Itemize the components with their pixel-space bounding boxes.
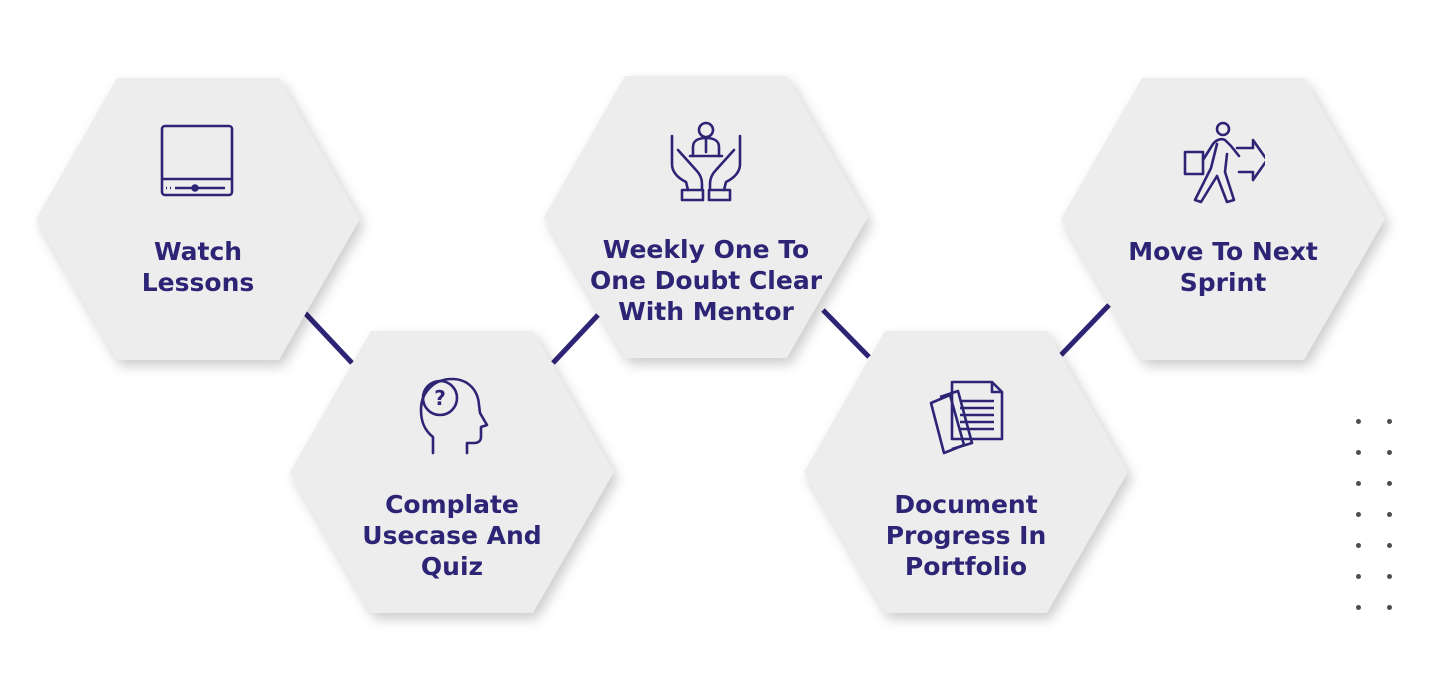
decorative-dot xyxy=(1356,605,1361,610)
label-line: Portfolio xyxy=(904,552,1028,581)
decorative-dot xyxy=(1356,543,1361,548)
head-question-icon: ? xyxy=(410,373,494,457)
step-complate-usecase-quiz: ? Complate Usecase And Quiz xyxy=(290,331,614,613)
decorative-dot xyxy=(1387,543,1392,548)
label-line: With Mentor xyxy=(618,297,794,326)
decorative-dot xyxy=(1387,450,1392,455)
hexagon xyxy=(1061,78,1385,360)
decorative-dot xyxy=(1387,481,1392,486)
label-line: Complate xyxy=(385,490,519,519)
label-line: Sprint xyxy=(1179,268,1267,297)
connector-3-4 xyxy=(821,308,871,359)
step-label: Move To Next Sprint xyxy=(1101,236,1345,298)
decorative-dot-grid xyxy=(1350,415,1400,615)
step-label: Document Progress In Portfolio xyxy=(844,489,1088,582)
decorative-dot xyxy=(1356,419,1361,424)
step-label: Complate Usecase And Quiz xyxy=(330,489,574,582)
label-line: Watch xyxy=(153,237,243,266)
label-line: Usecase And xyxy=(362,521,542,550)
step-label: Watch Lessons xyxy=(76,236,320,298)
label-line: Progress In xyxy=(885,521,1047,550)
svg-text:?: ? xyxy=(434,386,446,410)
label-line: Document xyxy=(894,490,1038,519)
connector-1-2 xyxy=(303,311,354,365)
step-weekly-mentor: Weekly One To One Doubt Clear With Mento… xyxy=(544,76,868,358)
label-line: One Doubt Clear xyxy=(589,266,823,295)
label-line: Quiz xyxy=(420,552,484,581)
decorative-dot xyxy=(1356,512,1361,517)
label-line: Lessons xyxy=(141,268,255,297)
mentor-hands-icon xyxy=(664,118,748,202)
video-player-icon xyxy=(156,120,240,204)
connector-2-3 xyxy=(551,313,600,365)
decorative-dot xyxy=(1387,419,1392,424)
decorative-dot xyxy=(1387,512,1392,517)
person-walking-arrow-icon xyxy=(1181,120,1265,204)
hexagon xyxy=(804,331,1128,613)
decorative-dot xyxy=(1356,450,1361,455)
decorative-dot xyxy=(1387,574,1392,579)
label-line: Move To Next xyxy=(1128,237,1318,266)
step-label: Weekly One To One Doubt Clear With Mento… xyxy=(584,234,828,327)
connector-4-5 xyxy=(1059,303,1111,357)
step-watch-lessons: Watch Lessons xyxy=(36,78,360,360)
step-document-progress: Document Progress In Portfolio xyxy=(804,331,1128,613)
decorative-dot xyxy=(1356,481,1361,486)
label-line: Weekly One To xyxy=(602,235,810,264)
decorative-dot xyxy=(1387,605,1392,610)
decorative-dot xyxy=(1356,574,1361,579)
documents-icon xyxy=(924,373,1008,457)
step-move-next-sprint: Move To Next Sprint xyxy=(1061,78,1385,360)
